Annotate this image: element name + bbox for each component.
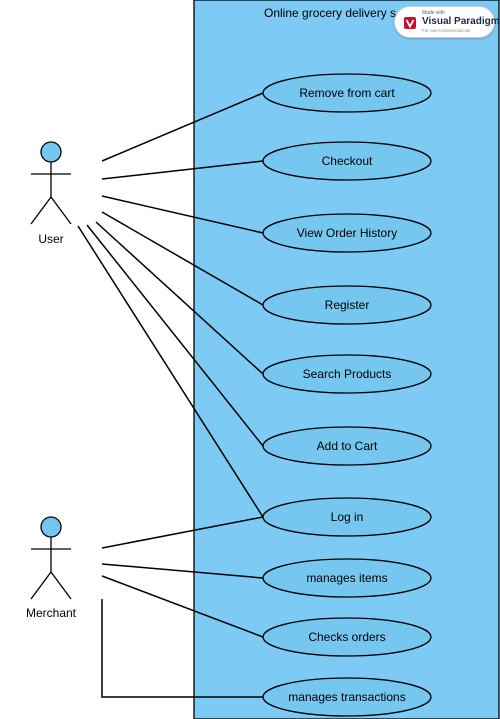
association-merchant-checks-orders (101, 575, 264, 638)
association-user-search-products (95, 221, 264, 375)
watermark-footnote: For non-commercial use (422, 28, 471, 33)
association-user-checkout (101, 160, 264, 180)
watermark-brand: Visual Paradigm (422, 16, 500, 27)
actor-merchant-right-leg (50, 571, 72, 600)
use-case-checks-orders[interactable]: Checks orders (262, 617, 432, 657)
system-title: Online grocery delivery s (264, 6, 396, 20)
use-case-ellipse[interactable] (262, 558, 432, 598)
use-case-manages-items[interactable]: manages items (262, 558, 432, 598)
association-user-add-to-cart (86, 224, 264, 447)
use-case-label: View Order History (297, 226, 397, 240)
use-case-checkout[interactable]: Checkout (262, 141, 432, 181)
use-case-ellipse[interactable] (262, 617, 432, 657)
use-case-ellipse[interactable] (262, 354, 432, 394)
association-user-remove-from-cart (101, 92, 264, 162)
use-case-manages-transactions[interactable]: manages transactions (262, 677, 432, 717)
association-merchant-manages-items (101, 563, 264, 579)
actor-user-label: User (38, 232, 63, 246)
watermark-made-with: Made with (422, 10, 445, 16)
association-merchant-log-in (101, 516, 264, 549)
use-case-ellipse[interactable] (262, 497, 432, 537)
actor-merchant-left-leg (30, 571, 52, 600)
association-user-log-in (77, 225, 264, 518)
use-case-label: Search Products (303, 367, 392, 381)
visual-paradigm-logo-icon (404, 17, 416, 29)
actor-merchant-head (40, 516, 62, 538)
use-case-label: Checks orders (308, 630, 385, 644)
use-case-ellipse[interactable] (262, 73, 432, 113)
actor-user-left-leg (30, 196, 52, 225)
use-case-label: manages transactions (288, 690, 405, 704)
use-case-search-products[interactable]: Search Products (262, 354, 432, 394)
use-case-add-to-cart[interactable]: Add to Cart (262, 426, 432, 466)
actor-user-right-leg (50, 196, 72, 225)
use-case-ellipse[interactable] (262, 141, 432, 181)
use-case-ellipse[interactable] (262, 285, 432, 325)
use-case-label: Log in (331, 510, 364, 524)
actor-user-head (40, 141, 62, 163)
actor-user[interactable]: User (30, 141, 72, 246)
actor-merchant[interactable]: Merchant (26, 516, 77, 620)
association-user-view-order-history (101, 195, 264, 234)
use-case-view-order-history[interactable]: View Order History (262, 213, 432, 253)
use-case-ellipse[interactable] (262, 426, 432, 466)
use-case-remove-from-cart[interactable]: Remove from cart (262, 73, 432, 113)
association-merchant-manages-transactions (101, 599, 263, 698)
association-user-register (101, 211, 264, 306)
use-case-label: Register (325, 298, 370, 312)
use-case-label: Checkout (322, 154, 373, 168)
actor-merchant-label: Merchant (26, 606, 77, 620)
use-case-ellipse[interactable] (262, 677, 432, 717)
associations (77, 92, 264, 698)
use-case-log-in[interactable]: Log in (262, 497, 432, 537)
use-case-label: Remove from cart (299, 86, 395, 100)
visual-paradigm-watermark: Made with Visual Paradigm For non-commer… (394, 6, 500, 38)
use-case-ellipse[interactable] (262, 213, 432, 253)
use-case-label: manages items (306, 571, 387, 585)
use-case-label: Add to Cart (317, 439, 378, 453)
use-case-register[interactable]: Register (262, 285, 432, 325)
